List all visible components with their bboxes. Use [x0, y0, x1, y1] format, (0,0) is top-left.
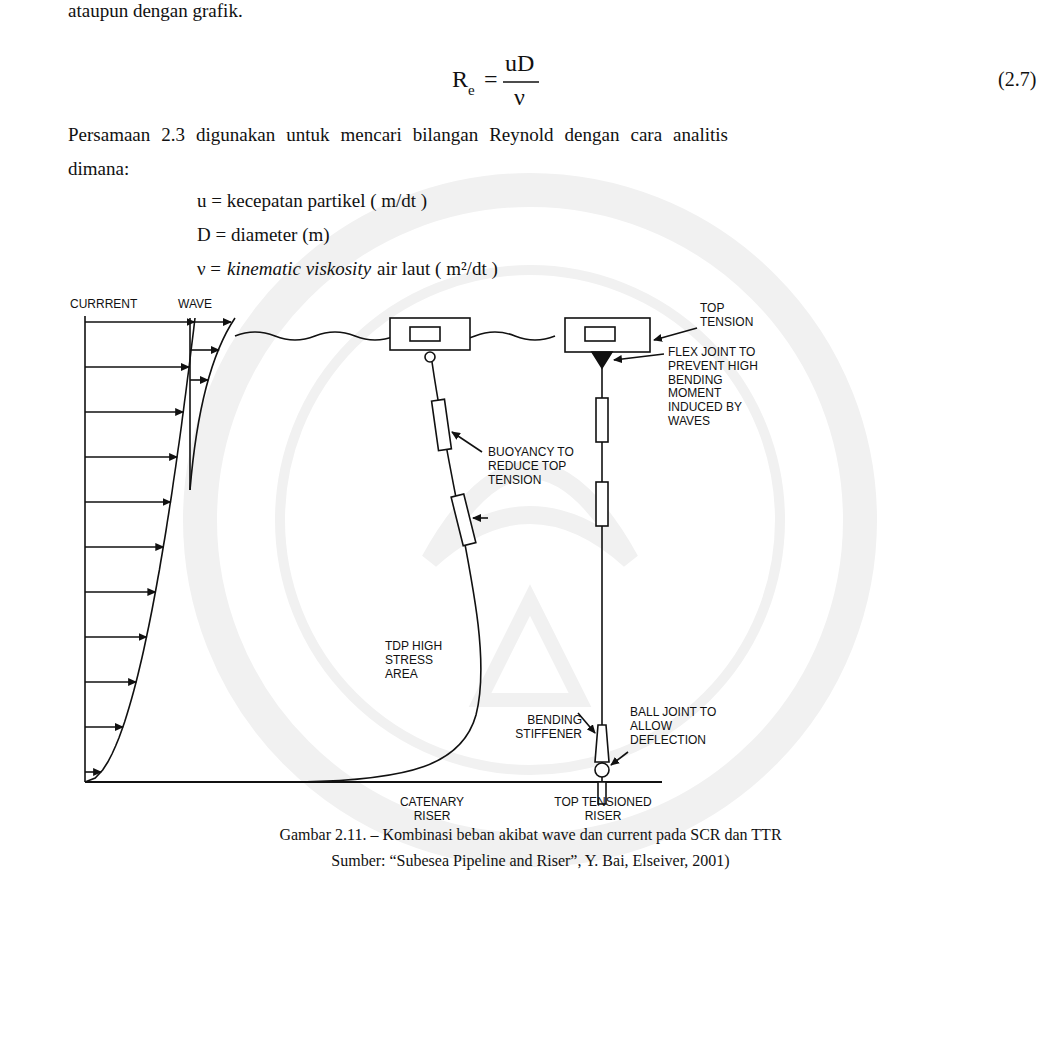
- variable-definition: kinematic viskosity: [227, 258, 371, 280]
- riser-joint: [596, 398, 608, 442]
- equation-subscript: e: [468, 82, 475, 99]
- wave-profile: [190, 318, 235, 490]
- wave-arrow: [190, 349, 219, 351]
- buoyancy-module: [432, 399, 452, 450]
- catenary-riser: [300, 362, 481, 782]
- bending-stiffener: [595, 725, 609, 762]
- current-arrow: [85, 726, 123, 728]
- vessel: [565, 318, 650, 352]
- body-text: Persamaan 2.3 digunakan untuk mencari bi…: [68, 118, 728, 186]
- flex-joint: [592, 352, 612, 368]
- current-arrow: [85, 681, 136, 683]
- figure-label: TOP TENSIONED RISER: [548, 796, 658, 824]
- current-arrow: [85, 411, 183, 413]
- leader-line: [452, 432, 482, 452]
- callout-label: FLEX JOINT TO PREVENT HIGH BENDING MOMEN…: [668, 346, 764, 429]
- callout-label: BUOYANCY TO REDUCE TOP TENSION: [488, 446, 574, 487]
- figure-label: WAVE: [178, 298, 212, 312]
- watermark-logo: [200, 190, 860, 850]
- variable-definition: air laut ( m²/dt ): [377, 258, 498, 280]
- figure-label: CATENARY RISER: [392, 796, 472, 824]
- riser-joint: [596, 482, 608, 526]
- figure-label: CURRRENT: [70, 298, 137, 312]
- variable-definition: D = diameter (m): [197, 224, 330, 246]
- equation-numerator: uD: [505, 50, 534, 78]
- current-arrow: [85, 546, 163, 548]
- figure-source: Sumber: “Subesea Pipeline and Riser”, Y.…: [0, 852, 1061, 870]
- equation-number: (2.7): [998, 68, 1036, 91]
- callout-label: BALL JOINT TO ALLOW DEFLECTION: [630, 706, 722, 747]
- current-arrow: [85, 591, 155, 593]
- vessel-deck: [410, 327, 440, 341]
- variable-definition: u = kecepatan partikel ( m/dt ): [197, 190, 427, 212]
- leader-line: [473, 517, 488, 519]
- wave-axis: [189, 318, 191, 490]
- wave-arrow: [190, 321, 231, 323]
- seabed-line: [85, 781, 662, 783]
- equation-denominator: ν: [514, 84, 525, 112]
- callout-label: BENDING STIFFENER: [500, 714, 582, 742]
- body-text: ataupun dengan grafik.: [68, 0, 243, 22]
- equation-symbol: R: [452, 66, 468, 94]
- leader-line: [654, 328, 697, 340]
- current-axis: [84, 316, 86, 782]
- current-arrow: [85, 636, 147, 638]
- vessel-deck: [585, 327, 615, 341]
- equation-symbol: =: [484, 66, 498, 94]
- leader-line: [611, 752, 628, 765]
- variable-definition: ν =: [197, 258, 221, 280]
- current-profile: [85, 318, 195, 782]
- current-arrow: [85, 321, 195, 323]
- ball-joint: [595, 763, 609, 777]
- figure-caption: Gambar 2.11. – Kombinasi beban akibat wa…: [0, 826, 1061, 844]
- current-arrow: [85, 456, 177, 458]
- current-arrow: [85, 771, 101, 773]
- callout-label: TDP HIGH STRESS AREA: [385, 640, 447, 681]
- vessel: [390, 318, 470, 350]
- wave-arrow: [190, 379, 208, 381]
- buoyancy-module: [451, 494, 476, 546]
- current-arrow: [85, 501, 171, 503]
- fraction-bar: [503, 81, 539, 83]
- hang-off-joint: [425, 352, 435, 362]
- current-arrow: [85, 366, 189, 368]
- callout-label: TOP TENSION: [700, 302, 770, 330]
- leader-line: [614, 354, 664, 360]
